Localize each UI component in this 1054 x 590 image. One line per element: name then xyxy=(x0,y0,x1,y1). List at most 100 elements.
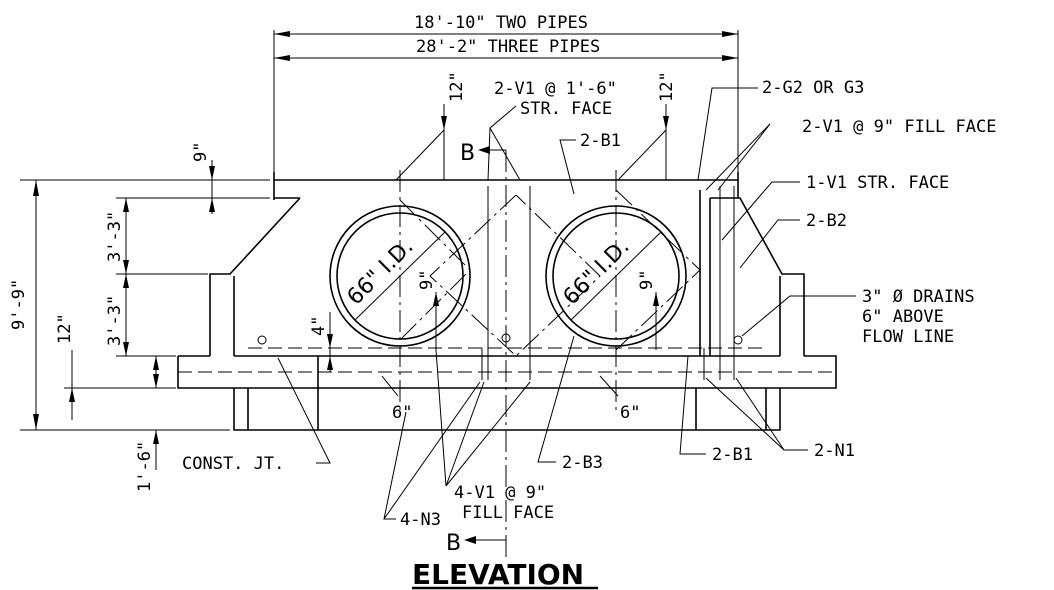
arrowhead xyxy=(69,388,75,402)
callout-const-jt: CONST. JT. xyxy=(182,454,284,474)
arrowhead xyxy=(123,260,129,274)
callout-v1-fill: 2-V1 @ 9" FILL FACE xyxy=(802,117,996,137)
drain-right xyxy=(733,335,743,345)
leader xyxy=(383,381,481,520)
arrowhead xyxy=(722,55,738,61)
dim-depth-label: 1'-6" xyxy=(135,441,155,492)
dim-footing-12-label: 12" xyxy=(55,313,75,344)
top-dimensions: 18'-10" TWO PIPES 28'-2" THREE PIPES xyxy=(273,13,739,172)
section-mark-top: B xyxy=(460,141,475,166)
arrowhead xyxy=(123,198,129,212)
section-marks: B B xyxy=(446,141,506,556)
callout-v1-str: 2-V1 @ 1'-6" xyxy=(494,79,617,99)
left-dimensions: 9'-9" 3'-3" 3'-3" 9" 12" 4" 1'-6" xyxy=(9,142,333,492)
callout-v1-str-face: 1-V1 STR. FACE xyxy=(806,173,949,193)
callout-str-face: STR. FACE xyxy=(520,99,612,119)
callout-v1-fill-2: FILL FACE xyxy=(462,503,554,523)
bar-b2-right xyxy=(615,189,701,351)
drain-center xyxy=(501,333,511,343)
arrowhead xyxy=(33,414,39,430)
footing-outline xyxy=(177,355,837,389)
arrowhead xyxy=(722,31,738,37)
arrowhead xyxy=(441,116,447,130)
cutoff-wall xyxy=(233,388,781,431)
callout-n1: 2-N1 xyxy=(814,441,855,461)
leader xyxy=(445,381,531,487)
dim-lower-wing: 3'-3" xyxy=(105,295,125,346)
arrowhead xyxy=(274,31,290,37)
callout-n3: 4-N3 xyxy=(400,510,441,530)
leader xyxy=(721,181,800,241)
arrowhead xyxy=(433,292,439,306)
drain-left xyxy=(257,335,267,345)
leader-6-right xyxy=(599,375,619,397)
drawing-title: ELEVATION xyxy=(412,558,598,590)
arrowhead xyxy=(464,536,476,544)
callout-drains-2: 6" ABOVE xyxy=(862,307,944,327)
leader xyxy=(489,127,521,181)
dim-pipe-right-9-label: 9" xyxy=(637,270,657,290)
arrowhead xyxy=(653,292,659,306)
skew-line xyxy=(395,129,445,181)
callout-v1-fill-1: 4-V1 @ 9" xyxy=(454,483,546,503)
skew-dimensions: 12" 12" 9" 9" 6" 6" xyxy=(381,71,677,423)
dim-4-label: 4" xyxy=(309,316,329,336)
arrowhead xyxy=(153,374,159,388)
left-wing-outer xyxy=(209,197,301,356)
leader xyxy=(705,123,771,191)
right-wing-outer xyxy=(710,197,805,356)
dim-two-pipes-label: 18'-10" TWO PIPES xyxy=(414,13,588,33)
callout-b1-top: 2-B1 xyxy=(580,131,621,151)
arrowhead xyxy=(209,166,215,180)
callouts: 2-V1 @ 1'-6" STR. FACE 2-B1 2-G2 OR G3 2… xyxy=(182,78,996,530)
dim-skew-right-label: 12" xyxy=(657,71,677,102)
leader xyxy=(741,295,856,337)
arrowhead xyxy=(327,334,333,348)
dim-upper-wing: 3'-3" xyxy=(105,211,125,262)
leader xyxy=(739,219,800,269)
section-mark-bottom: B xyxy=(446,531,461,556)
leader-6-left xyxy=(381,375,399,397)
dim-skew-left-label: 12" xyxy=(447,71,467,102)
leader xyxy=(735,377,785,451)
arrowhead xyxy=(478,146,490,154)
callout-g2-g3: 2-G2 OR G3 xyxy=(762,78,864,98)
callout-b3: 2-B3 xyxy=(562,453,603,473)
callout-b2: 2-B2 xyxy=(806,211,847,231)
callout-drains-1: 3" Ø DRAINS xyxy=(862,287,975,307)
dim-height-label: 9'-9" xyxy=(9,279,29,330)
arrowhead xyxy=(33,180,39,196)
arrowhead xyxy=(663,116,669,130)
dim-pipe-left-9-label: 9" xyxy=(417,270,437,290)
callout-b1-bottom: 2-B1 xyxy=(712,445,753,465)
dim-three-pipes-label: 28'-2" THREE PIPES xyxy=(416,37,600,57)
arrowhead xyxy=(153,430,159,444)
pipes: 66" I.D. 66" I.D. xyxy=(329,205,687,347)
title-elevation: ELEVATION xyxy=(412,558,584,590)
dim-six-left: 6" xyxy=(392,403,412,423)
leader xyxy=(487,105,517,181)
leader xyxy=(697,87,758,181)
leader xyxy=(445,381,485,487)
arrowhead xyxy=(153,356,159,370)
leader xyxy=(537,335,575,463)
leader xyxy=(717,123,771,191)
dim-top-9-label: 9" xyxy=(191,142,211,162)
arrowhead xyxy=(123,274,129,288)
callout-drains-3: FLOW LINE xyxy=(862,327,954,347)
leader xyxy=(277,357,331,464)
bar-b3-diamond xyxy=(429,194,601,357)
skew-line xyxy=(617,129,667,181)
arrowhead xyxy=(209,198,215,212)
headwall-outline xyxy=(177,172,837,431)
arrowhead xyxy=(123,342,129,356)
pipe-left-label: 66" I.D. xyxy=(343,234,419,310)
bar-b2-left xyxy=(399,199,471,341)
leader xyxy=(679,355,706,455)
arrowhead xyxy=(327,356,333,370)
arrowhead xyxy=(274,55,290,61)
reinforcement-bars xyxy=(257,150,743,560)
leader xyxy=(435,349,447,487)
